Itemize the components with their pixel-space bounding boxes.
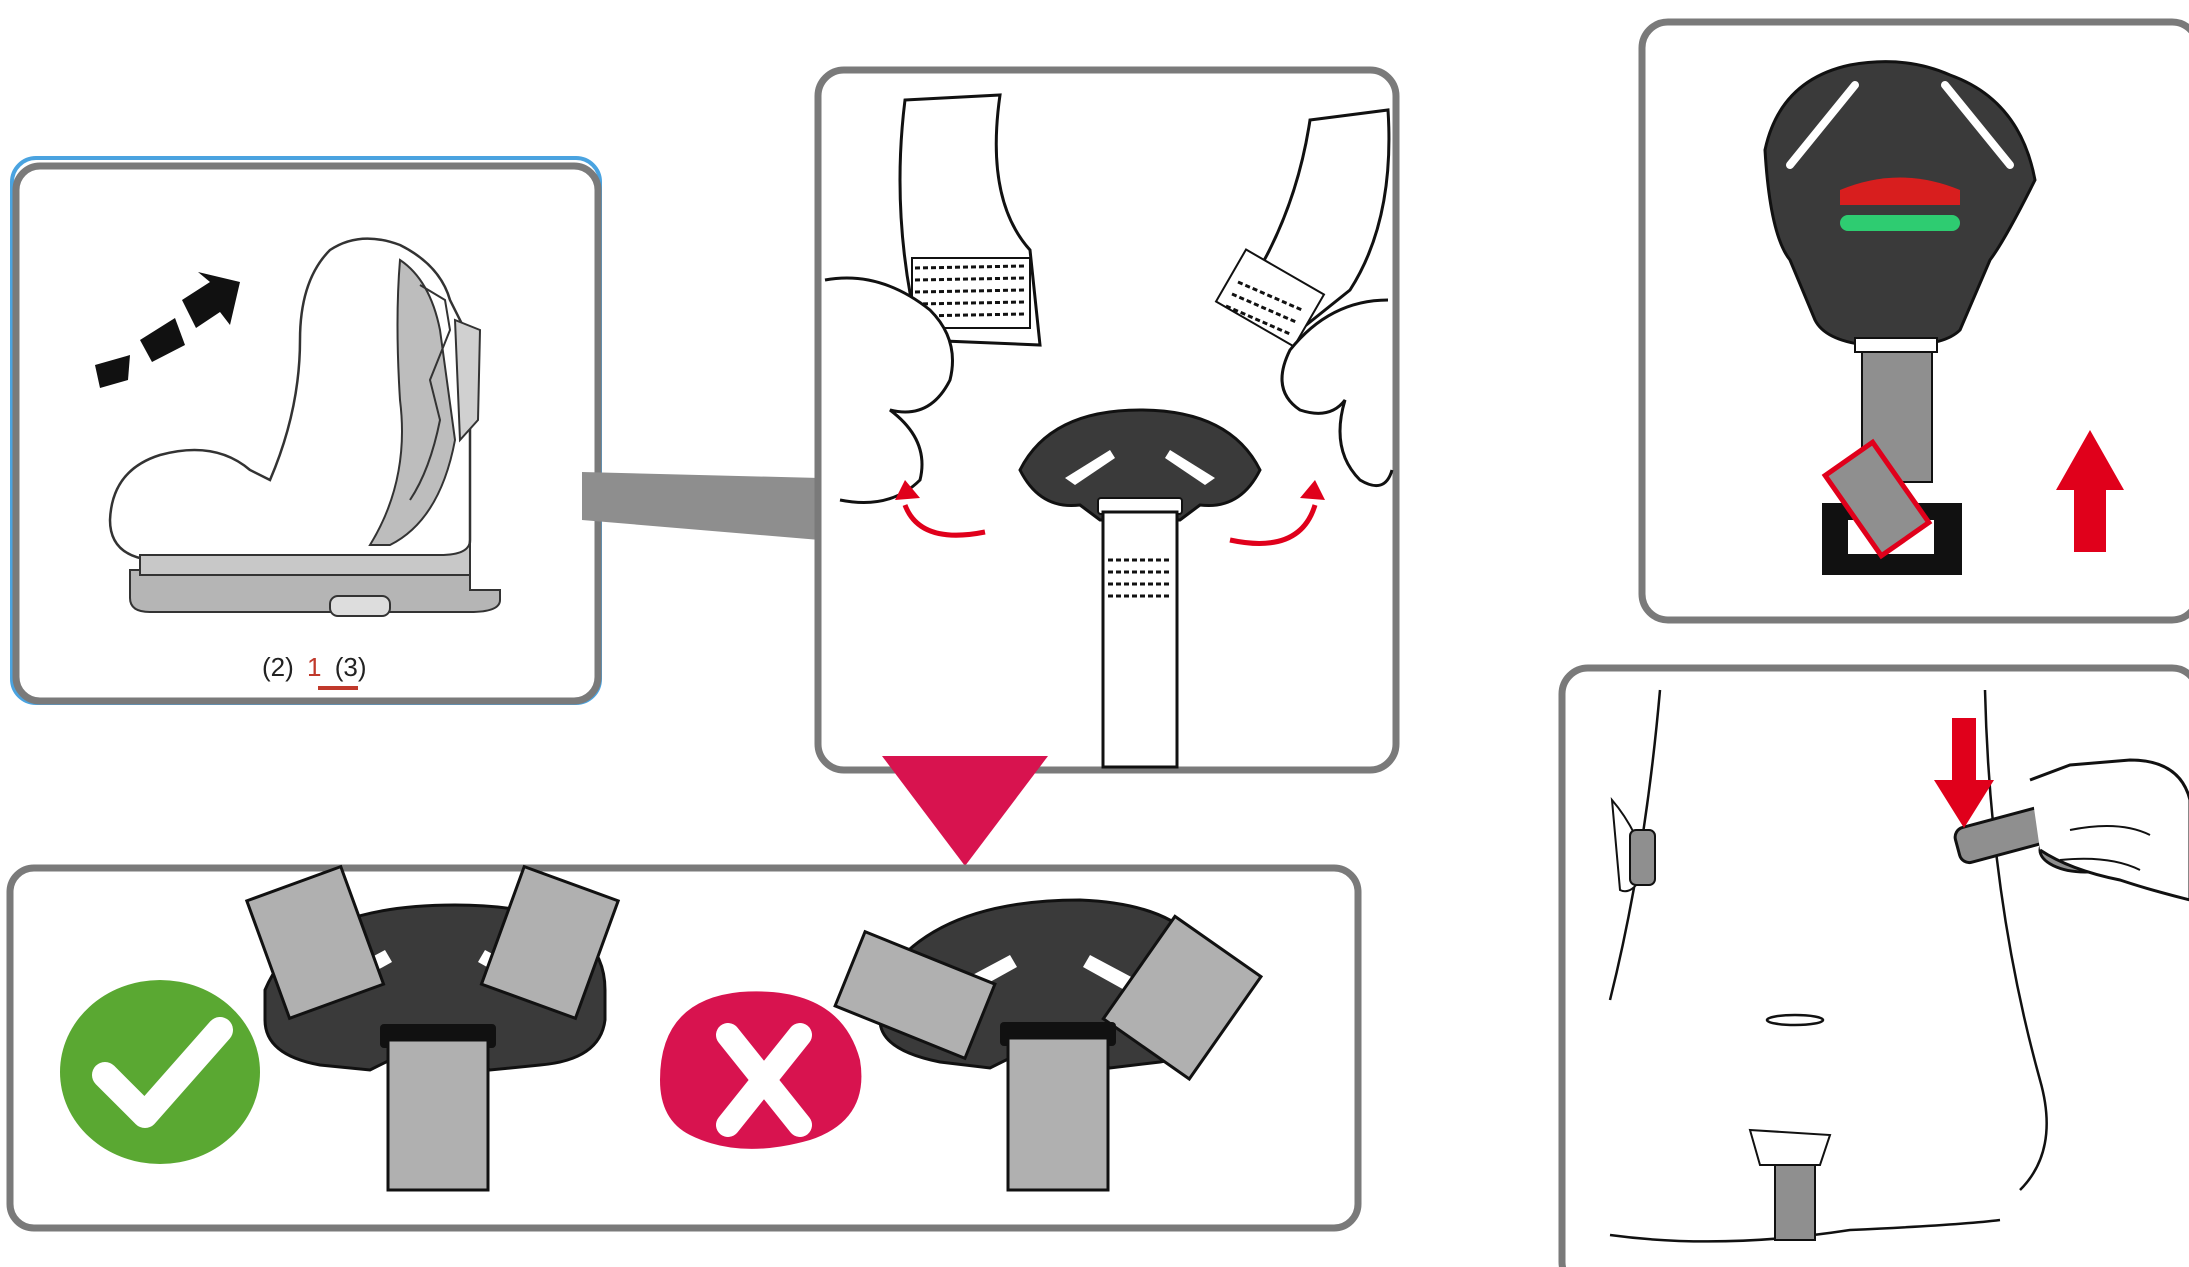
indicator-red — [1840, 177, 1960, 205]
rotate-arrow-left-icon — [895, 480, 986, 538]
left-strap-and-hand — [824, 93, 1042, 504]
panel-correct-vs-wrong — [6, 864, 1362, 1232]
down-arrow-icon — [1934, 718, 1994, 828]
recline-position-label: (2) 1 (3) — [262, 652, 367, 682]
buckle-indicator-illustration — [1763, 60, 2037, 575]
panel-push-shoulder-pads — [1558, 664, 2189, 1267]
up-arrow-icon — [2056, 430, 2124, 552]
wrong-indicator — [660, 991, 862, 1149]
recline-position-left: (2) — [262, 652, 294, 682]
child-body-illustration — [1608, 689, 2048, 1243]
recline-position-selected: 1 — [307, 652, 321, 682]
crotch-buckle-illustration — [1018, 408, 1262, 769]
recline-arrow-icon — [95, 272, 240, 388]
rotate-arrow-right-icon — [1229, 480, 1325, 546]
indicator-green — [1840, 215, 1960, 231]
zoom-connector — [582, 472, 820, 540]
buckle-correct-illustration — [244, 864, 621, 1192]
panel-seat-recline: (2) 1 (3) — [10, 156, 602, 705]
down-triangle-icon — [882, 756, 1048, 866]
car-seat-illustration — [108, 237, 501, 617]
correct-indicator — [60, 980, 260, 1164]
panel-release-indicator — [1638, 18, 2189, 624]
panel-unbuckle-harness — [814, 66, 1400, 774]
buckle-wrong-illustration — [833, 898, 1264, 1192]
checkmark-icon — [92, 1017, 233, 1128]
recline-position-right: (3) — [335, 652, 367, 682]
chest-clip-hand-illustration — [1953, 758, 2189, 902]
cross-icon — [716, 1023, 812, 1137]
right-strap-and-hand — [1214, 108, 1394, 488]
